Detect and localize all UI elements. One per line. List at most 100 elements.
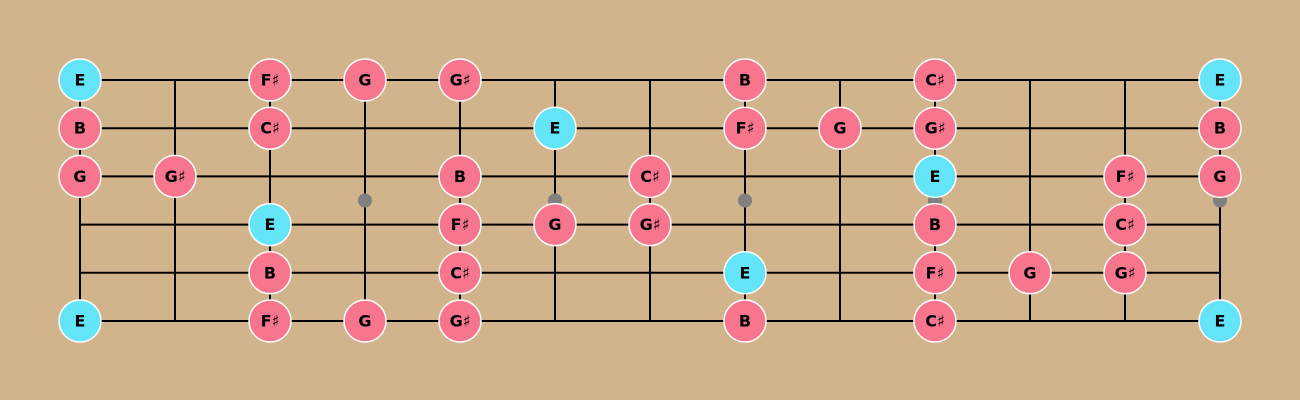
scale-note-circle [628,154,672,199]
position-marker-fret-3 [358,193,372,208]
note-marker: E [58,299,102,343]
note-label: G♯ [165,167,186,186]
note-marker: C♯ [248,106,292,150]
scale-note-circle [723,58,767,102]
scale-note-circle [1008,251,1052,295]
note-marker: B [723,58,767,102]
note-marker: G [818,106,862,150]
note-label: G [833,119,846,138]
scale-note-circle [723,106,767,150]
note-label: B [739,71,751,90]
note-marker: B [1198,106,1242,150]
note-marker: E [913,154,957,199]
note-label: F♯ [261,71,280,90]
position-marker-fret-7 [738,193,752,208]
scale-note-circle [248,251,292,295]
note-label: G [1023,263,1036,282]
scale-note-circle [248,106,292,150]
note-marker: G♯ [153,154,197,199]
scale-note-circle [438,202,482,247]
scale-note-circle [913,202,957,247]
note-marker: E [1198,299,1242,343]
scale-note-circle [1103,251,1147,295]
note-marker: B [723,299,767,343]
root-note-circle [533,106,577,150]
scale-note-circle [723,299,767,343]
note-label: G♯ [925,119,946,138]
note-label: G♯ [450,312,471,331]
note-label: B [74,119,86,138]
note-label: E [265,215,276,234]
note-marker: G♯ [438,299,482,343]
root-note-circle [58,299,102,343]
note-marker: G [58,154,102,199]
root-note-circle [1198,299,1242,343]
root-note-circle [723,251,767,295]
note-label: G♯ [1115,263,1136,282]
note-marker: E [1198,58,1242,102]
note-marker: F♯ [248,299,292,343]
note-marker: G♯ [913,106,957,150]
root-note-circle [58,58,102,102]
note-label: G [1213,167,1226,186]
note-label: G♯ [640,215,661,234]
note-marker: G [343,58,387,102]
scale-note-circle [248,299,292,343]
scale-note-circle [1103,202,1147,247]
note-marker: B [248,251,292,295]
scale-note-circle [533,202,577,247]
scale-note-circle [248,58,292,102]
scale-note-circle [913,299,957,343]
scale-note-circle [438,154,482,199]
scale-note-circle [438,251,482,295]
note-label: B [929,215,941,234]
note-label: E [75,71,86,90]
note-marker: C♯ [913,58,957,102]
note-label: E [1215,312,1226,331]
note-label: F♯ [736,119,755,138]
scale-note-circle [343,299,387,343]
note-marker: F♯ [438,202,482,247]
note-label: B [264,263,276,282]
scale-note-circle [628,202,672,247]
note-label: C♯ [1115,215,1134,234]
note-marker: G [533,202,577,247]
note-marker: E [533,106,577,150]
note-label: E [930,167,941,186]
note-marker: B [58,106,102,150]
note-marker: F♯ [248,58,292,102]
note-marker: E [723,251,767,295]
scale-note-circle [913,106,957,150]
note-label: F♯ [926,263,945,282]
note-label: C♯ [450,263,469,282]
note-label: E [1215,71,1226,90]
note-label: G [358,71,371,90]
note-marker: F♯ [1103,154,1147,199]
note-marker: G [1198,154,1242,199]
note-marker: B [913,202,957,247]
scale-note-circle [1198,154,1242,199]
note-label: F♯ [1116,167,1135,186]
note-marker: F♯ [913,251,957,295]
note-marker: C♯ [1103,202,1147,247]
note-label: C♯ [640,167,659,186]
scale-note-circle [343,58,387,102]
note-label: E [75,312,86,331]
note-marker: G♯ [628,202,672,247]
note-marker: E [248,202,292,247]
scale-note-circle [1103,154,1147,199]
note-label: B [1214,119,1226,138]
note-marker: F♯ [723,106,767,150]
scale-note-circle [58,154,102,199]
note-marker: E [58,58,102,102]
note-label: C♯ [925,71,944,90]
position-markers [358,193,1227,208]
note-marker: C♯ [628,154,672,199]
note-label: G [358,312,371,331]
note-marker: G [1008,251,1052,295]
scale-note-circle [58,106,102,150]
scale-note-circle [438,299,482,343]
note-marker: G [343,299,387,343]
